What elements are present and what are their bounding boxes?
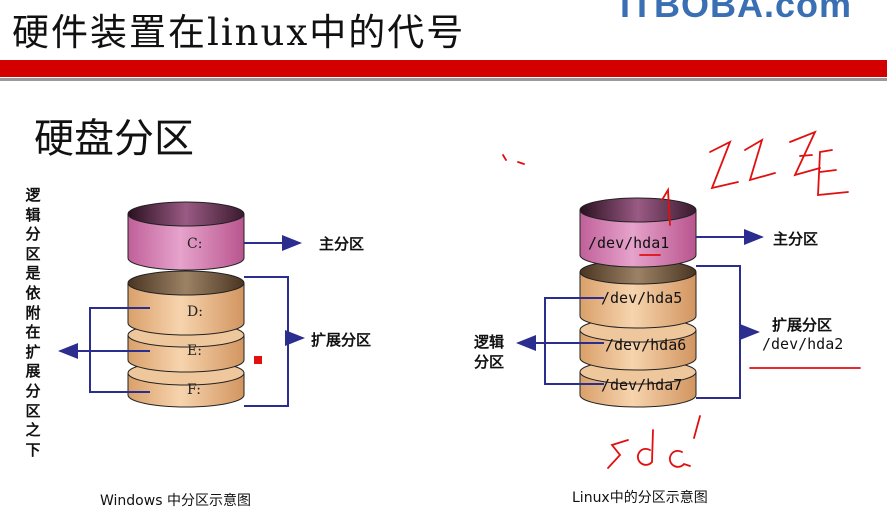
scribble-2b [744,138,776,182]
linux-disk-hda5 [579,259,697,329]
disk-label-e: E: [187,343,202,359]
handwritten-annotations [502,130,861,469]
linux-extended-label: 扩展分区 [772,316,833,334]
linux-extended-bracket [696,265,741,399]
disk-label-hda1: /dev/hda1 [588,234,670,252]
linux-logical-label: 逻辑 分区 [474,333,505,371]
scribble-s [607,439,629,469]
linux-caption: Linux中的分区示意图 [572,490,708,506]
windows-caption: Windows 中分区示意图 [100,493,251,509]
section-heading: 硬盘分区 [34,116,194,162]
scribble-e [817,149,849,196]
disk-label-hda7: /dev/hda7 [601,376,683,394]
scribble-a [669,449,691,468]
brand-logo: ITBOBA.com [620,0,853,25]
disk-label-f: F: [187,382,201,398]
disk-label-hda5: /dev/hda5 [601,289,683,307]
page-title: 硬件装置在linux中的代号 [12,11,466,54]
scribble-tick [693,415,701,439]
windows-disk-d [127,270,245,336]
title-underline-bar [0,60,887,77]
scribble-2 [709,140,739,190]
linux-disk-stack [579,197,697,408]
scribble-dots [502,154,525,165]
windows-disk-stack [127,201,245,408]
scribble-z [789,130,821,177]
scribble-arrow [661,187,671,226]
windows-extended-label: 扩展分区 [311,331,372,349]
windows-extended-bracket [244,276,289,407]
red-dot-marker [254,356,262,364]
disk-label-d: D: [187,304,203,320]
scribble-d [637,429,654,466]
windows-primary-label: 主分区 [319,235,365,253]
disk-label-c: C: [187,236,203,252]
vertical-note: 逻辑分区是依附在扩展分区之下 [25,186,41,459]
title-divider [0,78,887,81]
linux-logical-bracket [544,297,604,385]
linux-primary-label: 主分区 [773,230,819,248]
linux-extended-device: /dev/hda2 [762,335,844,353]
disk-label-hda6: /dev/hda6 [605,336,687,354]
windows-disk-c [127,201,245,271]
linux-disk-hda1 [579,197,697,268]
